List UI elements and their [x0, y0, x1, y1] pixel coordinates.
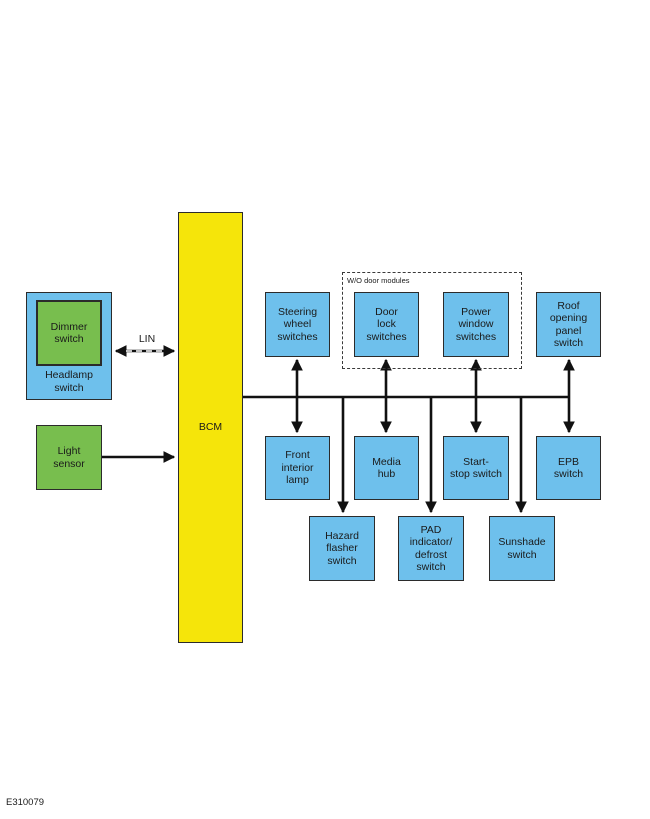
hazard-flasher-switch-label: Hazard flasher switch [325, 529, 359, 567]
start-stop-switch-block: Start- stop switch [443, 436, 509, 500]
media-hub-label: Media hub [372, 455, 401, 481]
power-window-switches-label: Power window switches [455, 305, 497, 343]
pad-indicator-defrost-switch-label: PAD indicator/ defrost switch [409, 523, 453, 574]
steering-wheel-switches-block: Steering wheel switches [265, 292, 330, 357]
lin-label: LIN [138, 333, 156, 345]
front-interior-lamp-label: Front interior lamp [281, 449, 314, 487]
sunshade-switch-block: Sunshade switch [489, 516, 555, 581]
bcm-block: BCM [178, 212, 243, 643]
figure-id: E310079 [6, 797, 45, 808]
door-lock-switches-label: Door lock switches [366, 305, 407, 343]
headlamp-switch-label: Headlamp switch [45, 369, 93, 394]
door-modules-group-label: W/O door modules [347, 276, 410, 285]
roof-opening-panel-switch-label: Roof opening panel switch [549, 299, 588, 350]
roof-opening-panel-switch-block: Roof opening panel switch [536, 292, 601, 357]
bcm-label: BCM [198, 421, 223, 434]
media-hub-block: Media hub [354, 436, 419, 500]
dimmer-switch-label: Dimmer switch [50, 320, 88, 346]
epb-switch-label: EPB switch [553, 455, 584, 481]
dimmer-switch-block: Dimmer switch [36, 300, 102, 366]
steering-wheel-switches-label: Steering wheel switches [277, 305, 318, 343]
front-interior-lamp-block: Front interior lamp [265, 436, 330, 500]
hazard-flasher-switch-block: Hazard flasher switch [309, 516, 375, 581]
pad-indicator-defrost-switch-block: PAD indicator/ defrost switch [398, 516, 464, 581]
epb-switch-block: EPB switch [536, 436, 601, 500]
start-stop-switch-label: Start- stop switch [450, 455, 502, 481]
door-modules-group [342, 272, 522, 369]
light-sensor-block: Light sensor [36, 425, 102, 490]
sunshade-switch-label: Sunshade switch [498, 536, 546, 561]
power-window-switches-block: Power window switches [443, 292, 509, 357]
light-sensor-label: Light sensor [53, 445, 85, 470]
door-lock-switches-block: Door lock switches [354, 292, 419, 357]
